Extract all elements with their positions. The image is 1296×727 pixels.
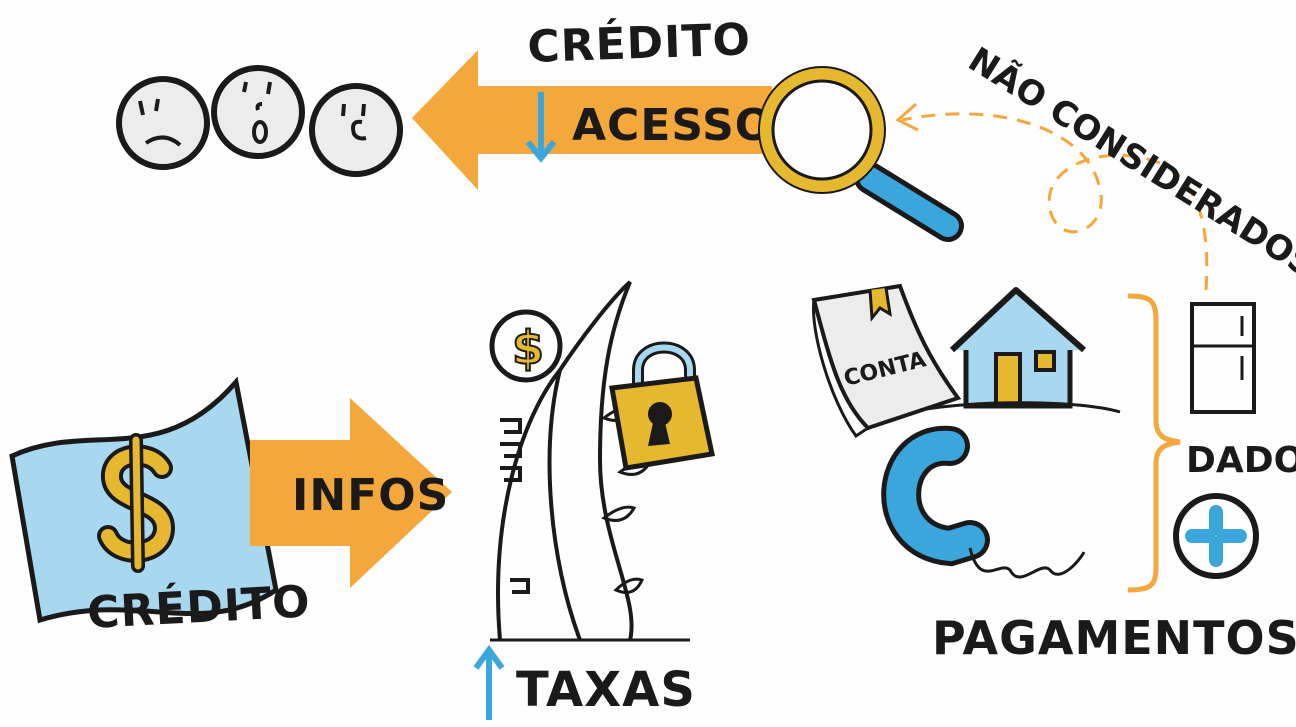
magnifier-icon <box>758 66 964 242</box>
plus-circle-icon <box>1173 493 1259 579</box>
worried-face-icon <box>309 83 403 177</box>
down-arrow-icon <box>525 140 557 163</box>
bracket <box>1127 293 1181 593</box>
label-taxas: TAXAS <box>516 662 696 718</box>
infos-arrow <box>250 398 452 588</box>
label-acesso: ACESSO <box>572 100 773 151</box>
label-nao-considerados: NÃO CONSIDERADOS <box>961 39 1296 286</box>
dashed-curve-arrow <box>901 112 1209 291</box>
sad-face-icon <box>116 76 210 170</box>
label-dados: DADOS <box>1186 440 1296 481</box>
dashed-arrowhead-icon <box>895 102 919 132</box>
label-credito-top: CRÉDITO <box>527 12 752 73</box>
padlock-icon <box>609 341 715 471</box>
up-arrow-icon <box>473 644 505 720</box>
bill-document-icon <box>811 283 962 439</box>
dollar-coin-icon: $ <box>489 309 563 383</box>
refrigerator-icon <box>1190 302 1256 414</box>
house-icon <box>919 287 1121 414</box>
money-bill-icon <box>9 376 279 624</box>
phone-handset-icon <box>881 425 1086 579</box>
label-infos: INFOS <box>292 470 449 521</box>
financial-building-icon <box>490 280 690 642</box>
access-arrow <box>412 50 772 190</box>
svg-text:$: $ <box>512 321 544 375</box>
label-credito-bottom: CRÉDITO <box>86 574 312 639</box>
surprised-face-icon <box>211 65 305 159</box>
label-pagamentos: PAGAMENTOS <box>932 611 1296 665</box>
sad-faces-group <box>116 65 403 177</box>
